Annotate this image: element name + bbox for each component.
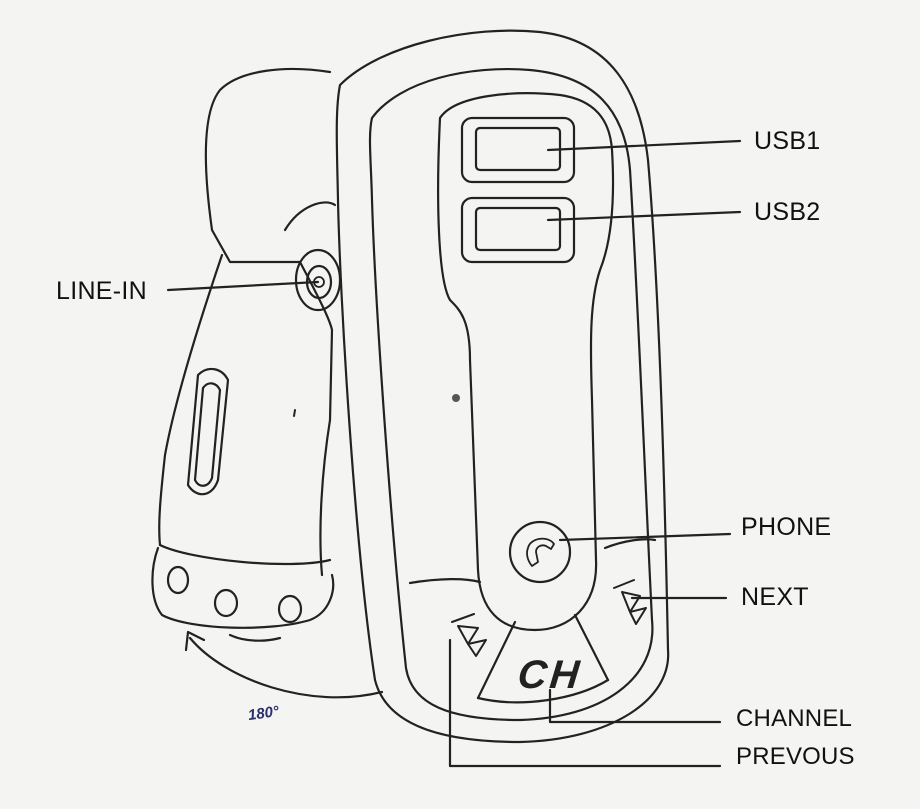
indicator-led bbox=[452, 394, 460, 402]
label-previous: PREVOUS bbox=[736, 743, 855, 770]
leader-line-in bbox=[166, 280, 320, 292]
plug-ring bbox=[151, 546, 335, 629]
usb2-port bbox=[460, 196, 576, 264]
usb1-port bbox=[460, 116, 576, 184]
button-divider-right bbox=[603, 538, 657, 550]
ch-button-bottom bbox=[476, 678, 610, 704]
label-channel: CHANNEL bbox=[736, 705, 853, 732]
front-housing-inner bbox=[368, 67, 654, 722]
plug-body-outline bbox=[158, 253, 224, 547]
center-panel bbox=[437, 92, 615, 632]
button-divider-left bbox=[408, 578, 482, 585]
previous-icon bbox=[451, 613, 487, 657]
leader-usb1 bbox=[546, 139, 742, 152]
leader-previous bbox=[448, 638, 722, 768]
front-housing-outer bbox=[335, 29, 670, 744]
label-next: NEXT bbox=[741, 583, 809, 611]
label-usb1: USB1 bbox=[754, 127, 821, 155]
label-phone: PHONE bbox=[741, 513, 832, 541]
phone-icon bbox=[526, 537, 555, 567]
label-line-in: LINE-IN bbox=[56, 277, 148, 305]
leader-phone bbox=[558, 532, 732, 542]
plug-head bbox=[204, 67, 332, 264]
side-grip bbox=[186, 367, 230, 496]
phone-button bbox=[508, 520, 572, 584]
ch-button-label: CH bbox=[515, 653, 585, 697]
line-in-jack-housing bbox=[294, 248, 342, 312]
leader-usb2 bbox=[546, 210, 742, 222]
leader-channel bbox=[548, 688, 722, 724]
rotation-arrow bbox=[188, 636, 384, 699]
label-usb2: USB2 bbox=[754, 198, 821, 226]
next-icon bbox=[613, 579, 647, 625]
